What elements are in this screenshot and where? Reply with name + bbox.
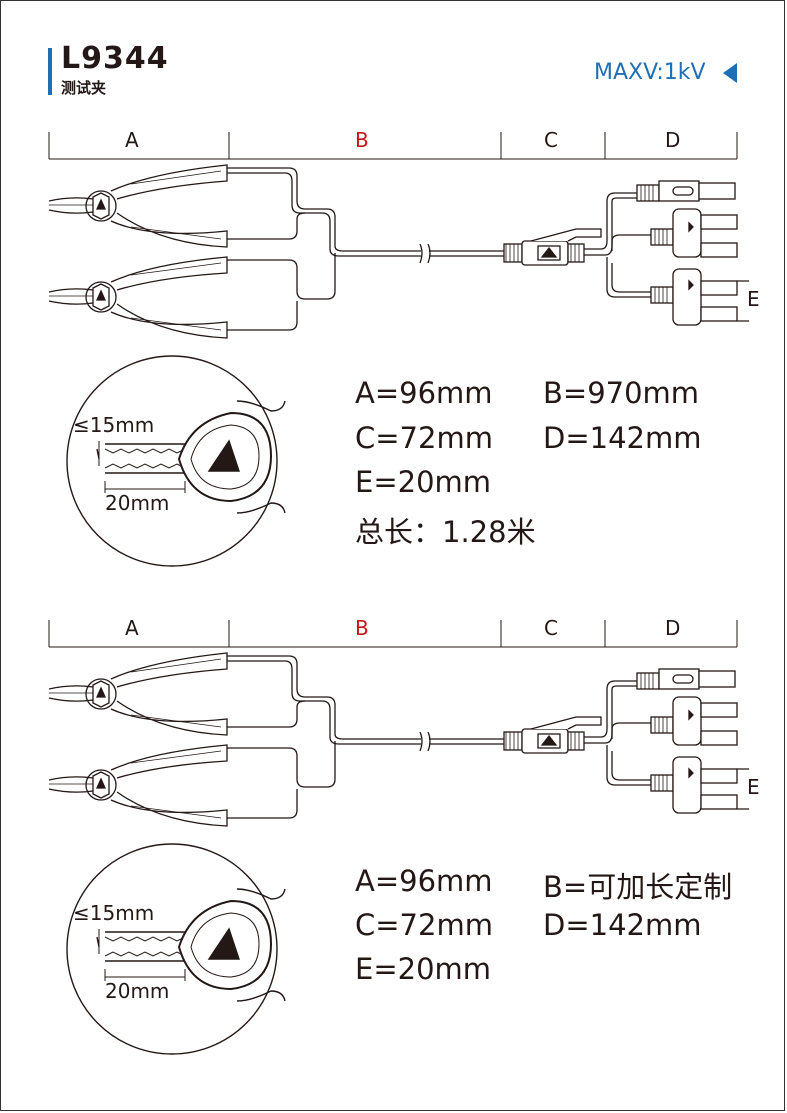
spec-a: A=96mm: [355, 864, 493, 898]
clip-zoom-top: [66, 355, 286, 567]
zoom-length-label: 20mm: [105, 491, 170, 515]
accent-bar: [48, 48, 52, 95]
dim-label-a: A: [125, 128, 139, 152]
dim-label-b: B: [355, 616, 369, 640]
model-number: L9344: [61, 41, 169, 76]
spec-e: E=20mm: [355, 952, 492, 986]
dim-label-a: A: [125, 616, 139, 640]
dim-label-c: C: [544, 128, 558, 152]
spec-d: D=142mm: [543, 421, 702, 455]
dim-label-e: E: [747, 775, 760, 799]
spec-d: D=142mm: [543, 908, 702, 942]
dim-label-d: D: [665, 128, 681, 152]
spec-b: B=970mm: [543, 376, 700, 410]
dim-label-c: C: [544, 616, 558, 640]
product-subtitle: 测试夹: [61, 79, 107, 97]
spec-c: C=72mm: [355, 908, 493, 942]
zoom-width-label: ≤15mm: [73, 901, 155, 925]
cable-drawing-top: [48, 164, 750, 339]
zoom-length-label: 20mm: [105, 979, 170, 1003]
cable-drawing-bottom: [48, 652, 750, 827]
spec-e: E=20mm: [355, 465, 492, 499]
spec-a: A=96mm: [355, 376, 493, 410]
dim-label-b: B: [355, 128, 369, 152]
triangle-left-icon: [723, 63, 737, 83]
dim-label-e: E: [747, 287, 760, 311]
max-voltage: MAXV:1kV: [594, 60, 706, 85]
spec-c: C=72mm: [355, 421, 493, 455]
dim-label-d: D: [665, 616, 681, 640]
clip-zoom-bottom: [66, 843, 286, 1055]
spec-b: B=可加长定制: [543, 870, 733, 904]
zoom-width-label: ≤15mm: [73, 413, 155, 437]
spec-total-length: 总长：1.28米: [355, 515, 536, 549]
